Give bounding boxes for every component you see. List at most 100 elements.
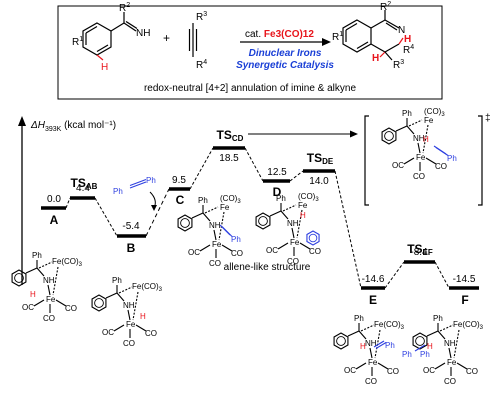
fe-label: Fe — [416, 153, 426, 162]
state-names: A TSAB B C TSCD D TSDE E TSEF F — [50, 128, 469, 307]
hydrogen-label: H — [140, 312, 146, 321]
oc-label: OC — [392, 161, 404, 170]
energy-TS-EF: -8.4 — [410, 247, 428, 258]
imine-reactant — [82, 12, 138, 61]
ts-cd-pointer-arrowhead — [350, 130, 358, 138]
co-right-label: CO — [231, 249, 243, 258]
fe-co3-label: Fe(CO)3 — [374, 320, 405, 331]
energy-TS-CD: 18.5 — [219, 153, 239, 164]
ts-dagger: ‡ — [485, 113, 491, 124]
subtitle-dinuclear: Dinuclear Irons — [249, 48, 322, 59]
fe-top-label: Fe — [220, 203, 230, 212]
state-TS-DE: TSDE — [307, 151, 334, 166]
hydrogen-label: H — [360, 342, 366, 351]
profile-levels — [41, 146, 479, 290]
hydrogen-label: H — [300, 211, 306, 220]
nh-label: NH — [287, 219, 299, 228]
phenyl-label: Ph — [276, 194, 286, 203]
subtitle-synergetic: Synergetic Catalysis — [236, 60, 334, 71]
fe-co3-label: Fe(CO)3 — [52, 257, 83, 268]
oc-label: OC — [266, 246, 278, 255]
fe-co3-label: Fe(CO)3 — [453, 320, 484, 331]
energy-C: 9.5 — [172, 175, 186, 186]
energy-TS-DE: 14.0 — [309, 176, 329, 187]
scheme-description: redox-neutral [4+2] annulation of imine … — [144, 83, 357, 94]
oc-label: OC — [188, 248, 200, 257]
energy-B: -5.4 — [122, 221, 140, 232]
state-TS-EF: TSEF — [407, 242, 433, 257]
co-bottom-label: CO — [365, 377, 377, 386]
nh-label: NH — [123, 301, 135, 310]
fe-label: Fe — [368, 358, 378, 367]
fe-co3-label: Fe(CO)3 — [132, 282, 163, 293]
co-bottom-label: CO — [413, 172, 425, 181]
product-h1-label: H — [404, 34, 411, 45]
product-r3-label: R3 — [393, 59, 404, 71]
structure-F-vinyl: Ph Ph — [402, 344, 430, 359]
phenyl-label: Ph — [433, 314, 443, 323]
alkyne-reactant — [188, 23, 198, 57]
phenyl-label: Ph — [112, 276, 122, 285]
reaction-scheme: R1 R2 NH H + R3 R4 cat. Fe3(CO)12 Dinucl… — [57, 1, 443, 100]
co3-label: (CO)3 — [298, 192, 319, 203]
f-vinyl-ph-1: Ph — [402, 350, 412, 359]
energy-values: 0.0 4.4 -5.4 9.5 18.5 12.5 14.0 -14.6 -8… — [47, 153, 476, 285]
co-right-label: CO — [466, 367, 478, 376]
co-right-label: CO — [145, 329, 157, 338]
nh-label: NH — [209, 221, 221, 230]
fe-label: Fe — [126, 320, 136, 329]
co-bottom-label: CO — [287, 257, 299, 266]
nh-label: NH — [43, 276, 55, 285]
scheme-frame — [57, 5, 443, 100]
fe-top-label: Fe — [298, 201, 308, 210]
fe-label: Fe — [212, 240, 222, 249]
imine-h-label: H — [101, 62, 108, 73]
fe-label: Fe — [447, 358, 457, 367]
alkyne-ph-label: Ph — [447, 154, 457, 163]
state-TS-CD: TSCD — [217, 128, 244, 143]
phenyl-label: Ph — [354, 314, 364, 323]
r1-label: R1 — [72, 36, 83, 48]
co-right-label: CO — [65, 304, 77, 313]
phenyl-label: Ph — [402, 109, 412, 118]
energy-TS-AB: 4.4 — [76, 183, 90, 194]
incoming-ph-right: Ph — [146, 176, 156, 185]
co-right-label: CO — [309, 247, 321, 256]
product-n-label: N — [398, 25, 405, 36]
profile-connectors — [65, 147, 450, 289]
energy-D: 12.5 — [267, 167, 287, 178]
hydrogen-label: H — [423, 135, 429, 144]
alkyne-ph-label: Ph — [385, 341, 395, 350]
plus-sign: + — [163, 31, 170, 45]
co-bottom-label: CO — [123, 339, 135, 348]
incoming-alkyne: Ph Ph — [113, 176, 157, 211]
energy-E: -14.6 — [362, 274, 385, 285]
phenyl-label: Ph — [198, 196, 208, 205]
energy-F: -14.5 — [453, 274, 476, 285]
axis-label: ΔH393K (kcal mol⁻¹) — [30, 120, 116, 133]
alkyne-ph-label: Ph — [231, 235, 241, 244]
oc-label: OC — [22, 303, 34, 312]
phenyl-label: Ph — [32, 251, 42, 260]
hydrogen-label: H — [30, 290, 36, 299]
state-E: E — [369, 293, 377, 307]
oc-label: OC — [423, 366, 435, 375]
reaction-arrowhead — [322, 38, 331, 46]
product-r1-label: R1 — [332, 31, 343, 43]
state-TS-AB: TSAB — [71, 176, 98, 191]
r2-label: R2 — [119, 2, 130, 14]
co-bottom-label: CO — [209, 259, 221, 268]
co3-label: (CO)3 — [220, 194, 241, 205]
co-right-label: CO — [435, 162, 447, 171]
fe-top-label: Fe — [424, 116, 434, 125]
ts-cd-inset-brackets — [364, 115, 483, 206]
r3-label: R3 — [196, 11, 207, 23]
f-vinyl-ph-2: Ph — [420, 350, 430, 359]
state-D: D — [273, 185, 282, 199]
co-bottom-label: CO — [444, 377, 456, 386]
incoming-ph-left: Ph — [113, 187, 123, 196]
